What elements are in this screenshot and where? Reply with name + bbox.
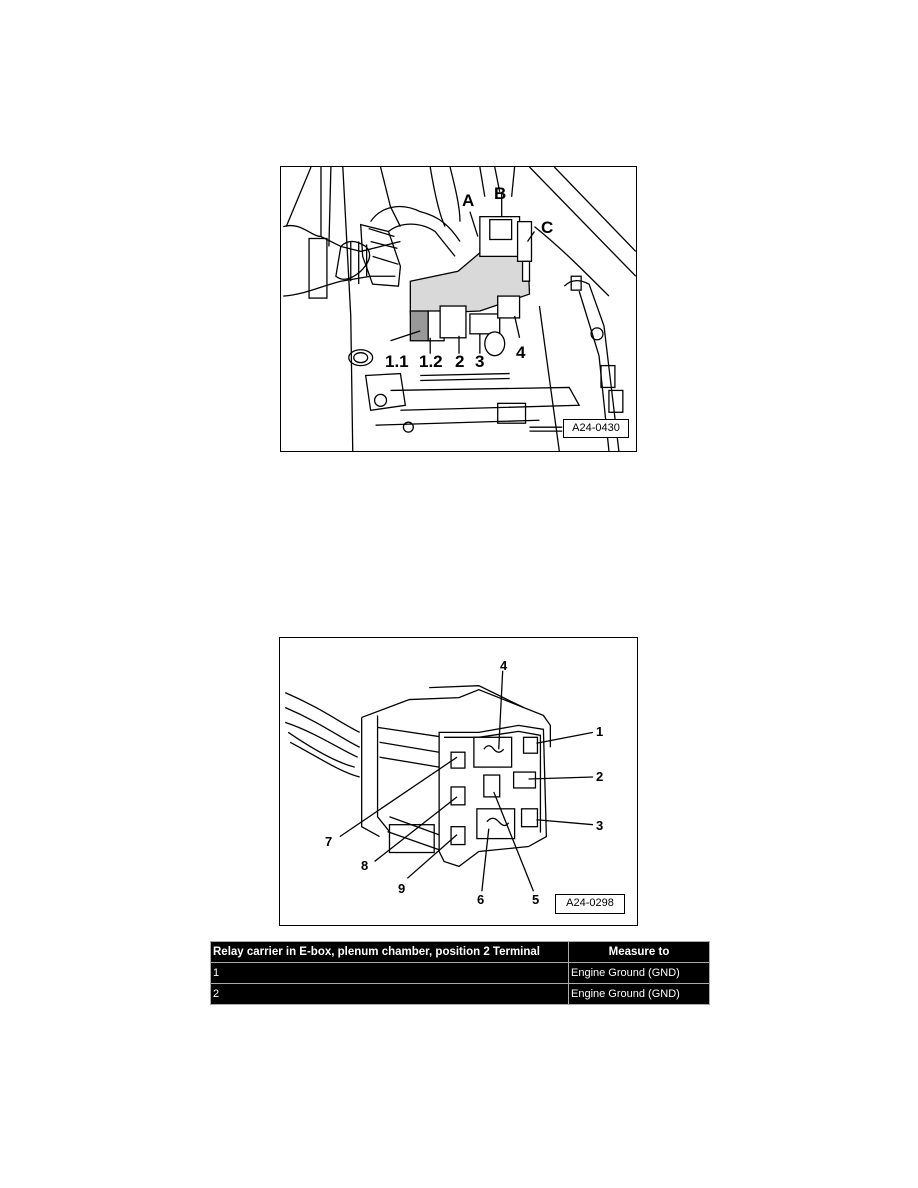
figure-id-label: A24-0298 <box>555 894 625 914</box>
terminal-cell: 2 <box>210 983 569 1005</box>
callout-9: 9 <box>398 881 406 896</box>
callout-6: 6 <box>477 892 485 907</box>
callout-2: 2 <box>455 352 465 371</box>
callout-4: 4 <box>516 343 526 362</box>
callout-A: A <box>462 191 475 210</box>
connector-illustration <box>284 670 594 892</box>
relay-carrier-illustration <box>283 167 636 451</box>
callout-1: 1 <box>596 724 604 739</box>
table-row: 2 Engine Ground (GND) <box>210 983 710 1005</box>
callout-1-2: 1.2 <box>419 352 443 371</box>
measure-to-cell: Engine Ground (GND) <box>568 962 710 984</box>
table-header-row: Relay carrier in E-box, plenum chamber, … <box>210 941 710 963</box>
callout-5: 5 <box>532 892 540 907</box>
terminal-cell: 1 <box>210 962 569 984</box>
callout-C: C <box>541 218 554 237</box>
figure-id-label: A24-0430 <box>563 419 629 438</box>
column-header-measure-to: Measure to <box>568 941 710 963</box>
table-row: 1 Engine Ground (GND) <box>210 962 710 984</box>
callout-3: 3 <box>596 818 604 833</box>
column-header-terminal: Relay carrier in E-box, plenum chamber, … <box>210 941 569 963</box>
callout-3: 3 <box>475 352 485 371</box>
callout-7: 7 <box>325 834 333 849</box>
figure-connector-terminals: 4 1 2 3 7 8 9 6 5 A24-0298 <box>279 637 638 926</box>
callout-8: 8 <box>361 858 369 873</box>
callout-1-1: 1.1 <box>385 352 409 371</box>
callout-B: B <box>494 184 507 203</box>
callout-2: 2 <box>596 769 604 784</box>
measure-to-cell: Engine Ground (GND) <box>568 983 710 1005</box>
measurement-table: Relay carrier in E-box, plenum chamber, … <box>210 941 710 1005</box>
callout-4: 4 <box>500 658 508 673</box>
figure-relay-carrier-location: A B C 1.1 1.2 2 3 4 A24-0430 <box>280 166 637 452</box>
